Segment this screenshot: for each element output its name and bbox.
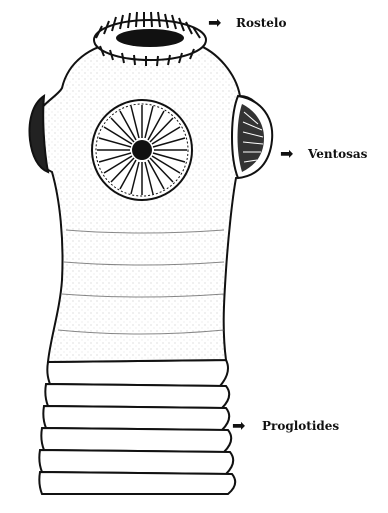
- label-proglotides: Proglotides: [262, 419, 339, 433]
- proglotides-arrow-icon: ➡: [232, 418, 245, 434]
- central-sucker: [92, 100, 192, 200]
- label-ventosas: Ventosas: [308, 147, 367, 161]
- proglottid-segments: [39, 360, 235, 494]
- scolex-body: [32, 42, 268, 362]
- right-sucker: [232, 96, 272, 178]
- ventosas-arrow-icon: ➡: [280, 146, 293, 162]
- label-rostelo: Rostelo: [236, 16, 286, 30]
- rostelo-arrow-icon: ➡: [208, 15, 221, 31]
